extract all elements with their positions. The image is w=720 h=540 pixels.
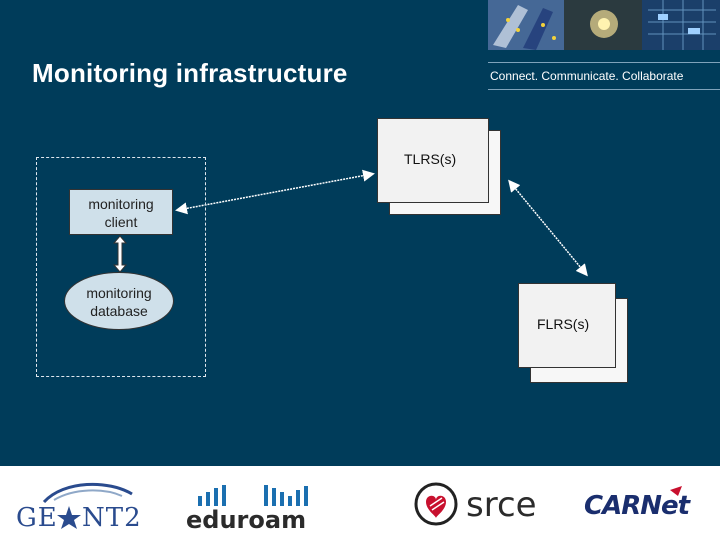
monitoring-client-box: monitoring client: [69, 189, 173, 235]
flrs-card-front: [518, 283, 616, 368]
svg-text:NT2: NT2: [82, 503, 142, 532]
banner-collage: [488, 0, 720, 50]
client-group-boundary: [36, 157, 206, 377]
eduroam-logo: eduroam: [186, 485, 308, 532]
client-label-line1: monitoring: [88, 196, 154, 212]
header-banner-image: [488, 0, 720, 50]
monitoring-database-ellipse: monitoring database: [64, 272, 174, 330]
client-database-arrow: [112, 235, 128, 273]
slide-title: Monitoring infrastructure: [32, 58, 348, 88]
svg-text:eduroam: eduroam: [186, 506, 306, 532]
tlrs-card-front: [377, 118, 489, 203]
client-label-line2: client: [104, 214, 138, 230]
footer-logo-bar: GE NT2 eduroam srce CARNet: [0, 466, 720, 540]
carnet-logo: CARNet: [584, 486, 693, 521]
svg-text:GE: GE: [16, 503, 58, 532]
database-label-line1: monitoring: [86, 285, 152, 301]
flrs-stack: FLRS(s): [518, 283, 628, 383]
geant2-logo: GE NT2: [16, 482, 142, 532]
tlrs-stack: TLRS(s): [377, 118, 501, 215]
tlrs-to-flrs-arrow: [508, 179, 588, 277]
client-to-tlrs-arrow: [175, 169, 375, 215]
svg-text:srce: srce: [466, 485, 537, 525]
svg-text:CARNet: CARNet: [584, 491, 692, 521]
database-label-line2: database: [90, 303, 148, 319]
flrs-label: FLRS(s): [537, 316, 590, 332]
tagline: Connect. Communicate. Collaborate: [490, 69, 684, 83]
tlrs-label: TLRS(s): [404, 151, 457, 167]
tagline-bar: Connect. Communicate. Collaborate: [488, 62, 720, 90]
srce-logo: srce: [414, 482, 537, 526]
